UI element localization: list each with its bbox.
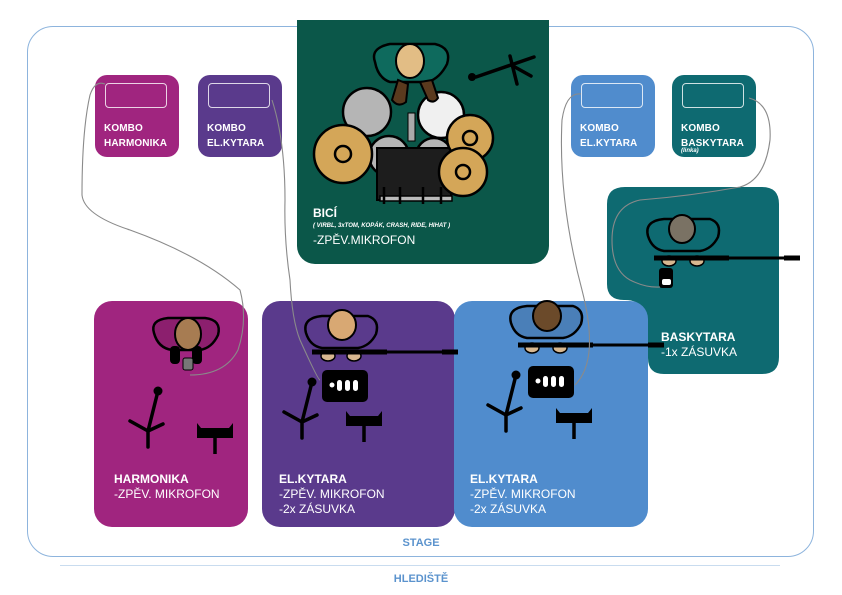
harmonika-mic: -ZPĚV. MIKROFON <box>114 487 220 501</box>
baskytara-guitar-icon <box>654 255 800 261</box>
music-stand-icon <box>344 409 384 444</box>
pedalboard-icon <box>528 366 574 398</box>
kombo-el-kytara-1: KOMBO EL.KYTARA <box>198 75 282 157</box>
kombo-label: KOMBO <box>681 123 720 134</box>
bici-mic: -ZPĚV.MIKROFON <box>313 233 416 247</box>
kombo-name: EL.KYTARA <box>207 138 265 149</box>
baskytara-title: BASKYTARA <box>661 330 736 344</box>
kombo-label: KOMBO <box>104 123 143 134</box>
kombo-name: EL.KYTARA <box>580 138 638 149</box>
kombo-baskytara: KOMBO BASKYTARA (linka) <box>672 75 756 157</box>
bici-detail: ( VIRBL, 3xTOM, KOPÁK, CRASH, RIDE, HIHA… <box>313 223 451 229</box>
baskytara-socket: -1x ZÁSUVKA <box>661 345 738 359</box>
kombo-sub: (linka) <box>681 148 699 154</box>
kombo-harmonika: KOMBO HARMONIKA <box>95 75 179 157</box>
amp-screen <box>105 83 167 108</box>
kombo-name: BASKYTARA <box>681 138 744 149</box>
cable-baskytara <box>611 97 771 288</box>
el-kytara-1-player-icon <box>304 309 379 362</box>
el-kytara-2-mic: -ZPĚV. MIKROFON <box>470 487 576 501</box>
el-kytara-2-title: EL.KYTARA <box>470 472 538 486</box>
cable-el-kytara-1 <box>271 99 321 381</box>
mic-stand-icon <box>282 375 319 440</box>
el-kytara-2-guitar-icon <box>518 342 664 348</box>
crash-cymbal-icon <box>312 123 374 185</box>
bici-title: BICÍ <box>313 206 337 220</box>
harmonika-player-icon <box>152 316 220 371</box>
harmonika-title: HARMONIKA <box>114 472 189 486</box>
el-kytara-2-player-icon <box>509 300 584 354</box>
music-stand-icon <box>554 406 594 441</box>
stage-audience-divider <box>60 565 780 566</box>
amp-screen <box>208 83 270 108</box>
kombo-el-kytara-2: KOMBO EL.KYTARA <box>571 75 655 157</box>
cable-el-kytara-2 <box>560 93 591 386</box>
music-stand-icon <box>195 421 235 456</box>
el-kytara-2-socket: -2x ZÁSUVKA <box>470 502 547 516</box>
amp-screen <box>682 83 744 108</box>
kombo-name: HARMONIKA <box>104 138 168 149</box>
el-kytara-1-title: EL.KYTARA <box>279 472 347 486</box>
mic-stand-icon <box>128 384 165 449</box>
kombo-label: KOMBO <box>580 123 619 134</box>
mic-stand-icon <box>486 368 523 433</box>
el-kytara-1-guitar-icon <box>312 349 458 355</box>
kombo-label: KOMBO <box>207 123 246 134</box>
cables <box>81 82 771 386</box>
audience-label: HLEDIŠTĚ <box>393 573 449 585</box>
drummer-icon <box>372 42 450 106</box>
el-kytara-1-mic: -ZPĚV. MIKROFON <box>279 487 385 501</box>
baskytara-player-icon <box>646 214 721 288</box>
drum-mic-stand-icon <box>474 54 536 86</box>
amp-screen <box>581 83 643 108</box>
baskytara-text: BASKYTARA -1x ZÁSUVKA <box>661 330 737 360</box>
cable-harmonika <box>81 82 245 376</box>
pedalboard-icon <box>322 370 368 402</box>
el-kytara-1-socket: -2x ZÁSUVKA <box>279 502 356 516</box>
hihat-icon <box>437 146 489 198</box>
stage-label: STAGE <box>402 537 440 549</box>
